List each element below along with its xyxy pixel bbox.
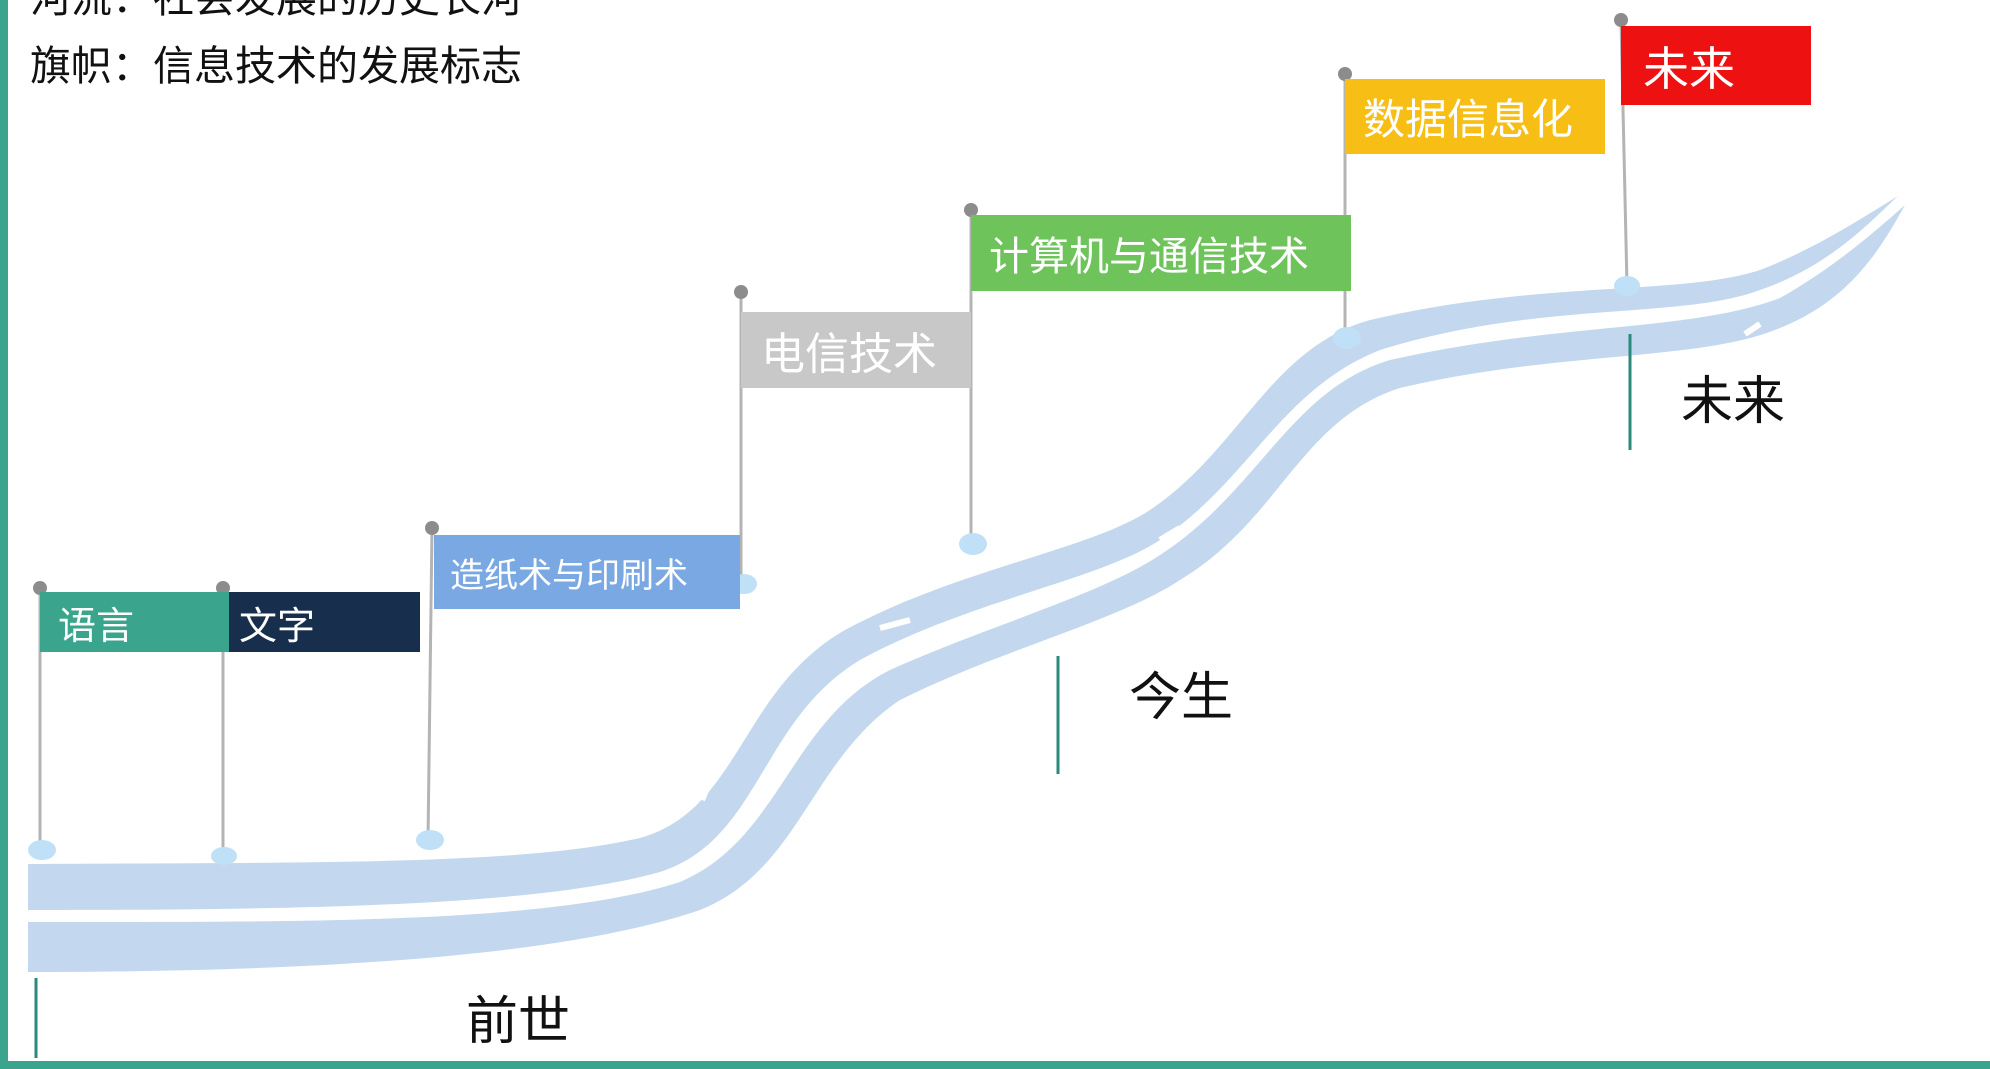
era-markers [34, 334, 1632, 1058]
flag-computer-communication: 计算机与通信技术 [971, 215, 1351, 291]
flag-label: 电信技术 [761, 329, 937, 380]
river-lane-gap [399, 321, 1762, 915]
flag-writing: 文字 [229, 592, 420, 652]
river-upper-band [28, 196, 1898, 910]
flag-label: 文字 [239, 603, 316, 648]
flag-telecom: 电信技术 [741, 312, 971, 388]
flag-data-informatization: 数据信息化 [1345, 79, 1605, 154]
flag-label: 未来 [1643, 41, 1735, 96]
era-label-past: 前世 [466, 992, 571, 1052]
legend-flag-text: 旗帜：信息技术的发展标志 [30, 42, 522, 90]
flag-label: 数据信息化 [1363, 95, 1574, 144]
flag-language: 语言 [40, 592, 229, 652]
flag-paper-printing: 造纸术与印刷术 [434, 535, 740, 609]
era-label-present: 今生 [1129, 668, 1234, 728]
flag-label: 造纸术与印刷术 [450, 555, 688, 596]
flag-label: 语言 [58, 603, 135, 648]
pole-tops [33, 13, 1628, 595]
era-label-future: 未来 [1681, 372, 1786, 432]
flag-future: 未来 [1621, 26, 1811, 105]
flag-label: 计算机与通信技术 [989, 234, 1309, 280]
legend-river-text: 河流：社会发展的历史长河 [30, 0, 522, 19]
